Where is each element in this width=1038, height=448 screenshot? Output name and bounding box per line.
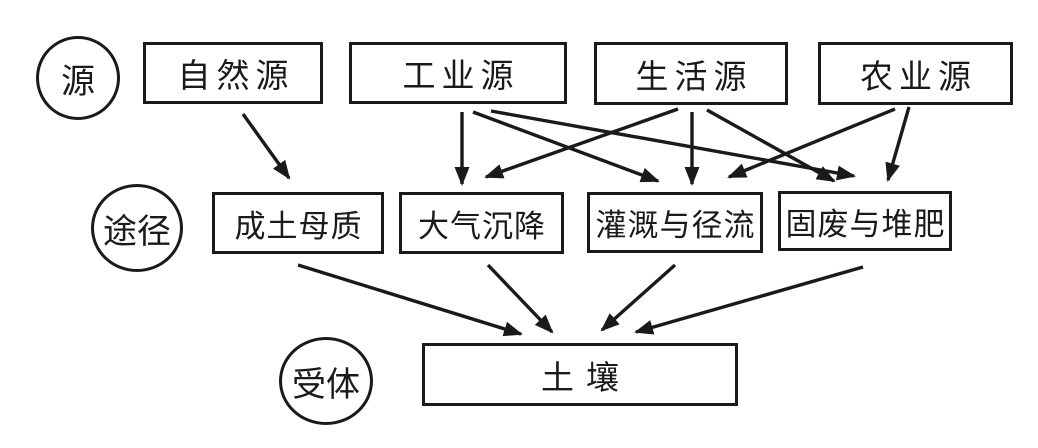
node-label-soil-parent-material: 成土母质: [234, 208, 363, 244]
level-circle-receptor: 受体: [279, 337, 373, 425]
node-label-irrigation-runoff: 灌溉与径流: [595, 208, 756, 243]
arrow-irrigation-runoff-to-soil: [600, 263, 677, 332]
level-circle-pathway: 途径: [91, 184, 183, 272]
node-label-atmospheric-deposition: 大气沉降: [418, 208, 546, 244]
arrow-atmospheric-deposition-to-soil: [486, 263, 554, 334]
arrow-agricultural-source-to-irrigation-runoff: [727, 107, 896, 179]
arrow-natural-source-to-soil-parent-material: [241, 113, 291, 180]
arrow-agricultural-source-to-solid-waste-compost: [885, 106, 911, 182]
node-label-soil: 土壤: [541, 360, 631, 397]
arrow-industrial-source-to-solid-waste-compost: [490, 109, 856, 181]
arrow-domestic-source-to-atmospheric-deposition: [484, 107, 679, 179]
node-atmospheric-deposition: 大气沉降: [399, 192, 564, 254]
node-irrigation-runoff: 灌溉与径流: [587, 192, 763, 253]
node-label-natural-source: 自然源: [177, 59, 295, 95]
node-label-solid-waste-compost: 固废与堆肥: [785, 206, 946, 242]
node-natural-source: 自然源: [143, 42, 323, 104]
level-label-source: 源: [61, 63, 95, 101]
level-label-pathway: 途径: [103, 213, 171, 251]
node-agricultural-source: 农业源: [818, 42, 1013, 105]
level-circle-source: 源: [36, 36, 120, 120]
node-domestic-source: 生活源: [594, 42, 788, 105]
node-solid-waste-compost: 固废与堆肥: [778, 191, 952, 251]
node-label-industrial-source: 工业源: [402, 59, 520, 95]
arrow-domestic-source-to-solid-waste-compost: [706, 108, 836, 183]
node-label-agricultural-source: 农业源: [860, 59, 977, 96]
arrow-solid-waste-compost-to-soil: [634, 265, 864, 335]
level-label-receptor: 受体: [292, 366, 360, 404]
node-soil: 土壤: [422, 343, 738, 406]
arrow-industrial-source-to-irrigation-runoff: [472, 110, 660, 183]
node-soil-parent-material: 成土母质: [212, 192, 384, 254]
node-label-domestic-source: 生活源: [635, 59, 753, 96]
arrow-soil-parent-material-to-soil: [297, 263, 523, 337]
node-industrial-source: 工业源: [349, 42, 567, 104]
